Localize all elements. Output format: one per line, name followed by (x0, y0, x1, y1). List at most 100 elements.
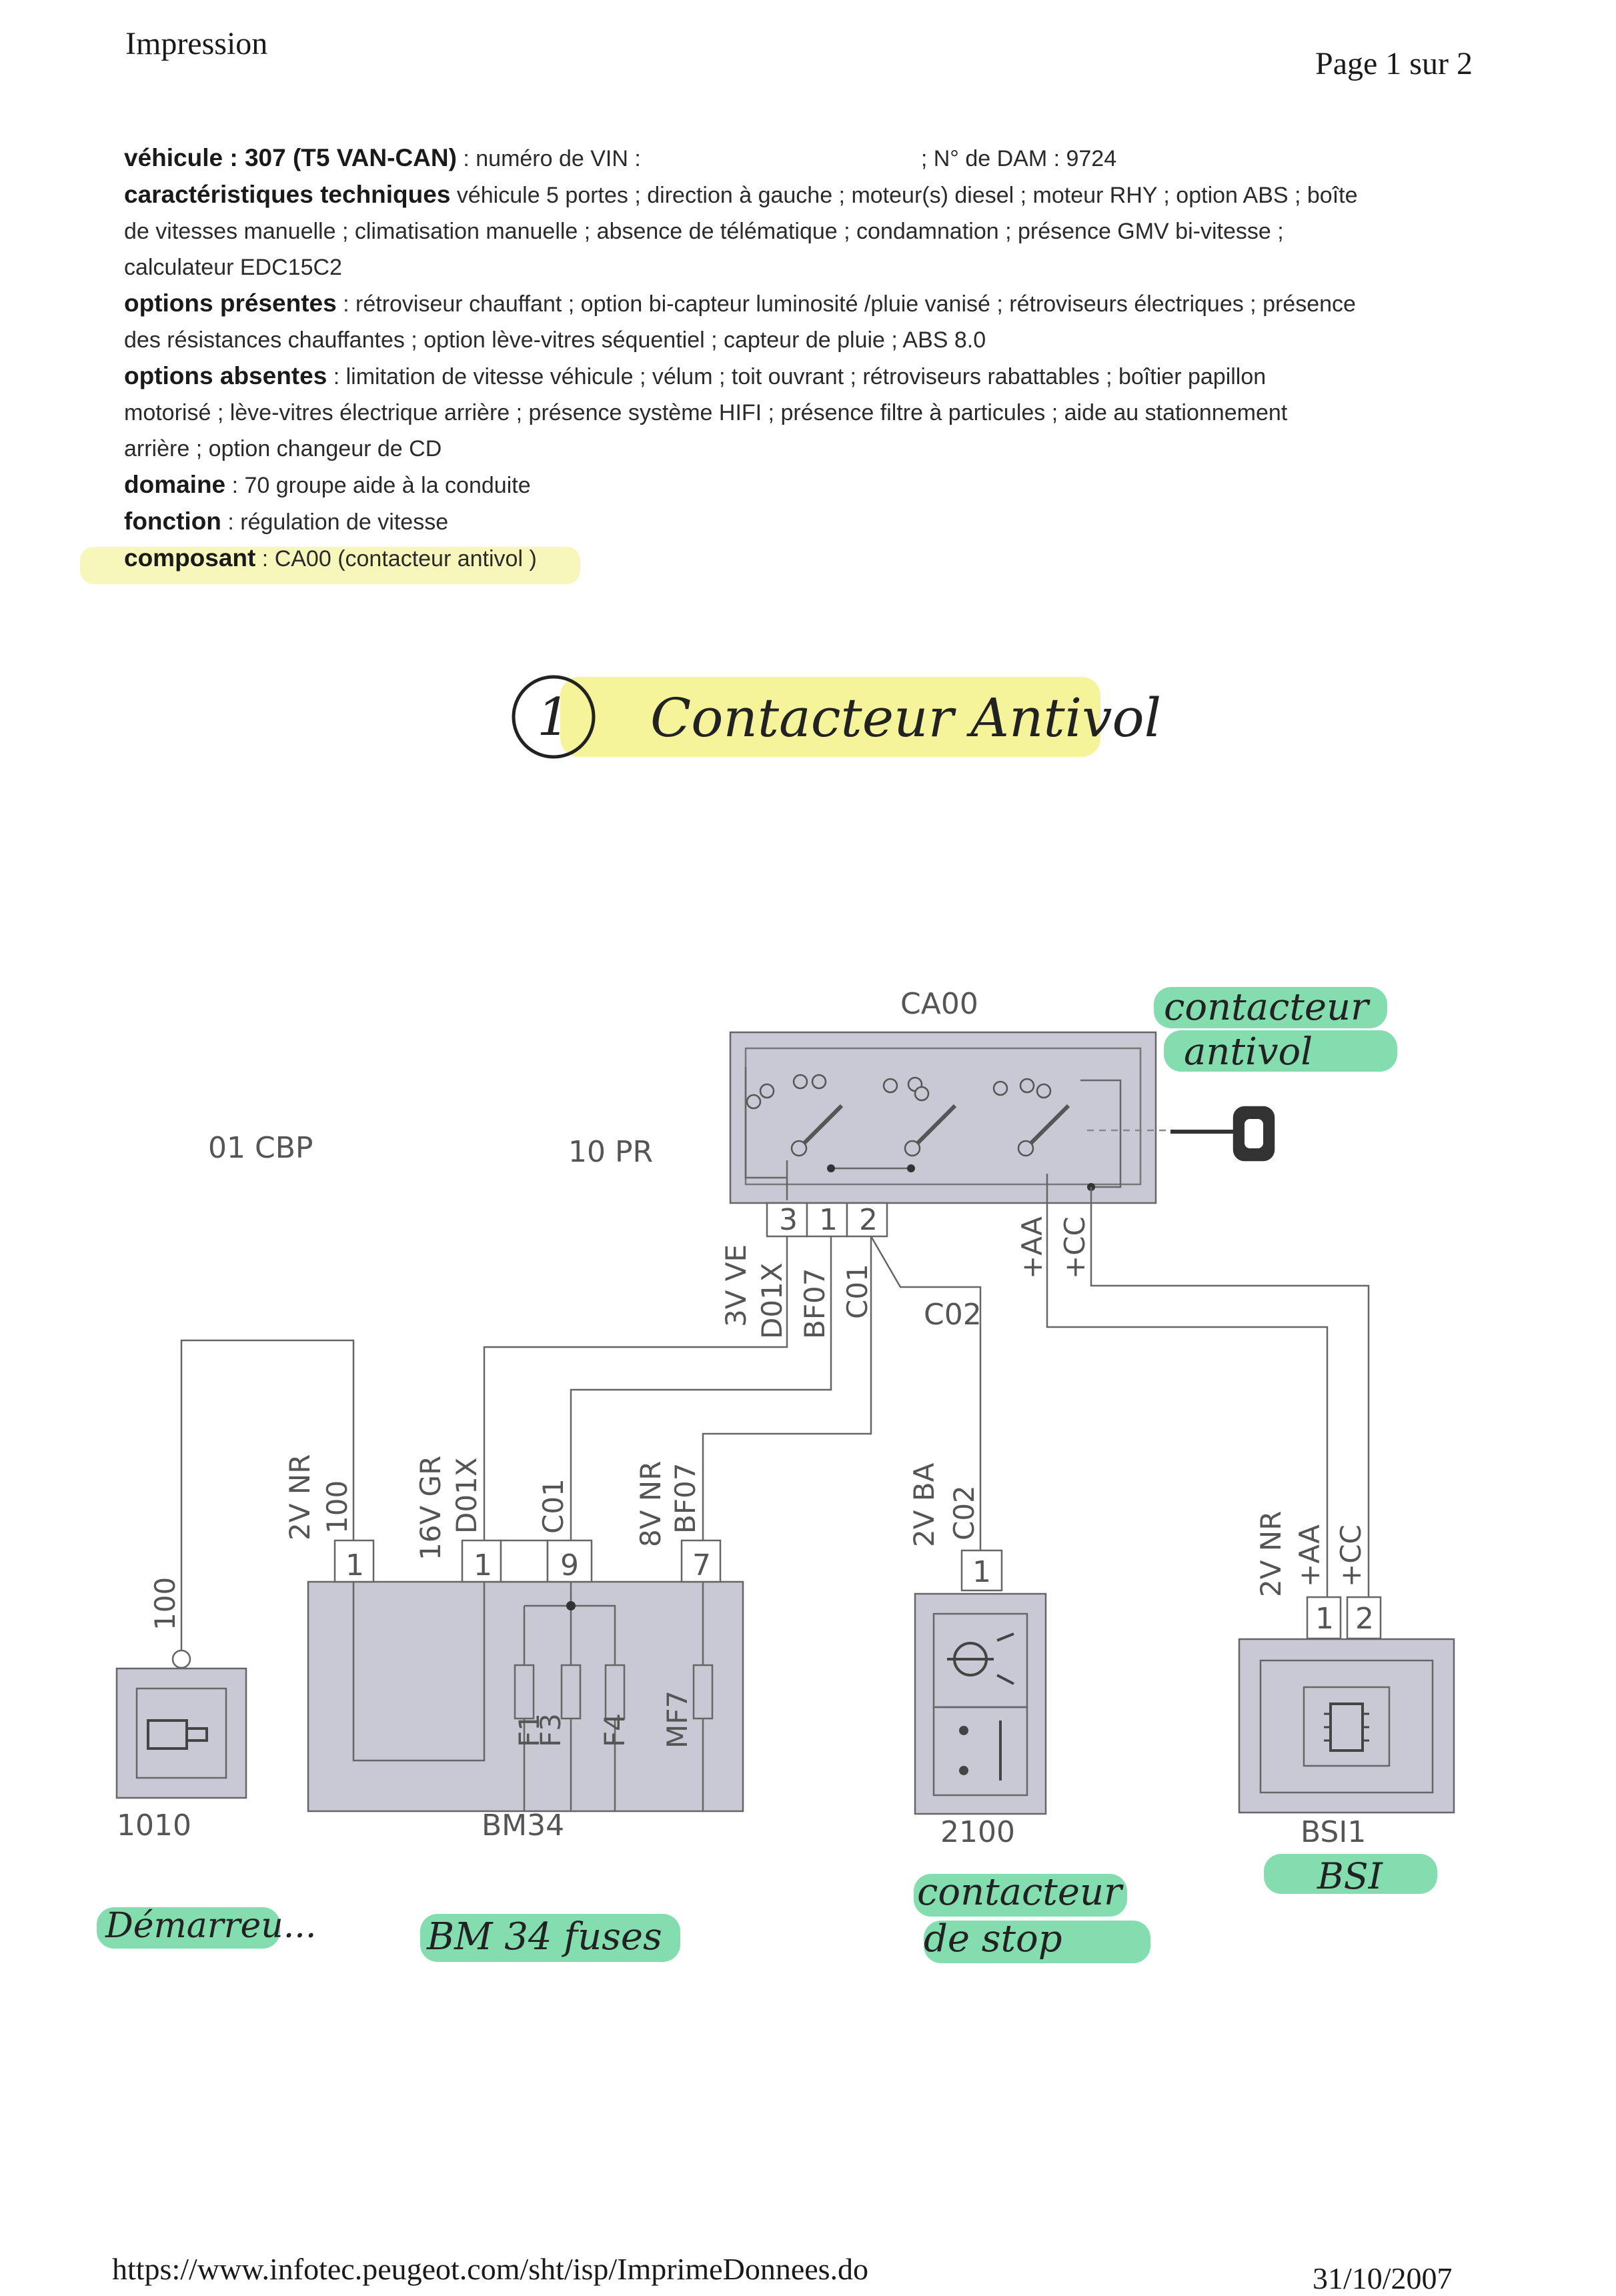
fuse-f3-label: F3 (534, 1713, 567, 1747)
bm34-pin-c (546, 1539, 593, 1583)
label-pr: 10 PR (568, 1135, 653, 1169)
composant-value: : CA00 (contacteur antivol ) (255, 546, 537, 571)
wire-cc (1090, 1187, 1370, 1597)
starter-icon (147, 1719, 208, 1750)
wire-c02 (870, 1236, 982, 1550)
vehicle-info: véhicule : 307 (T5 VAN-CAN) : numéro de … (124, 140, 1485, 577)
fonction-value: : régulation de vitesse (221, 509, 449, 535)
label-bsi11: BSI1 (1301, 1815, 1366, 1849)
domaine-value: : 70 groupe aide à la conduite (225, 473, 531, 498)
options-presentes-line-1: options présentes : rétroviseur chauffan… (124, 285, 1485, 322)
wire-aa (1046, 1174, 1329, 1597)
fuse-mf7-label: MF7 (661, 1690, 694, 1749)
ca00-pin-1-label: 1 (819, 1203, 838, 1237)
bsi-cc-label: +CC (1335, 1524, 1367, 1587)
label-1010: 1010 (117, 1809, 191, 1843)
composant-line: composant : CA00 (contacteur antivol ) (124, 540, 1485, 577)
wire-c02-label: C02 (924, 1298, 982, 1332)
c1010-wire-label: 100 (149, 1577, 181, 1630)
note-demarreur: Démarreu... (105, 1906, 317, 1946)
stop-marker-1 (914, 1874, 1127, 1917)
c2100-housing (914, 1592, 1047, 1815)
brake-lamp-icon (947, 1632, 1014, 1685)
fuse-f1-label: F1 (513, 1713, 546, 1747)
fuse-f4-label: F4 (598, 1713, 631, 1747)
dam-value: ; N° de DAM : 9724 (920, 146, 1117, 171)
fonction-line: fonction : régulation de vitesse (124, 503, 1485, 540)
options-presentes-line-2: des résistances chauffantes ; option lèv… (124, 327, 986, 353)
domaine-label: domaine (124, 471, 226, 498)
bsi-aa-label: +AA (1293, 1524, 1326, 1587)
label-ca00: CA00 (900, 987, 978, 1021)
bm-d01x-label: D01X (450, 1457, 483, 1534)
carac-text-1: véhicule 5 portes ; direction à gauche ;… (450, 183, 1358, 208)
carac-line-3: calculateur EDC15C2 (124, 255, 342, 280)
handwritten-title: Contacteur Antivol (650, 687, 1162, 749)
vehicule-label: véhicule : 307 (T5 VAN-CAN) (124, 144, 457, 171)
note-contacteur-stop: contacteur (917, 1871, 1122, 1914)
bm-16vgr-label: 16V GR (414, 1456, 447, 1560)
wire-cc-label: +CC (1058, 1216, 1091, 1279)
bsi-chip-icon (1324, 1702, 1369, 1752)
bm-bf07-label: BF07 (669, 1463, 702, 1534)
bsi1-pin-2-label: 2 (1355, 1602, 1374, 1636)
fuse-mf7-icon (692, 1664, 714, 1720)
bm-8vnr-label: 8V NR (634, 1461, 667, 1547)
wire-aa-label: +AA (1016, 1216, 1048, 1279)
note-bsi: BSI (1317, 1855, 1383, 1897)
wire-c01 (570, 1236, 832, 1540)
bsi1-pin-1-label: 1 (1315, 1602, 1334, 1636)
label-cbp: 01 CBP (208, 1131, 313, 1165)
domaine-line: domaine : 70 groupe aide à la conduite (124, 467, 1485, 503)
ca00-pin-2 (846, 1202, 888, 1238)
options-absentes-label: options absentes (124, 362, 327, 389)
page-number: Page 1 sur 2 (1315, 46, 1473, 81)
fuse-f1-icon (514, 1664, 535, 1720)
wire-3vve-label: 3V VE (720, 1244, 752, 1327)
bm34-marker (420, 1914, 680, 1962)
label-bm34: BM34 (482, 1809, 564, 1843)
bsi1-pin-1 (1306, 1596, 1342, 1640)
fonction-label: fonction (124, 507, 221, 535)
wire-d01x (483, 1236, 788, 1540)
bsi-2vnr-label: 2V NR (1255, 1511, 1287, 1597)
bm34-pin-d (680, 1539, 722, 1583)
note-contacteur: contacteur (1164, 986, 1369, 1029)
carac-line-1: caractéristiques techniques véhicule 5 p… (124, 177, 1485, 213)
ca00-switch-contacts (797, 1104, 1070, 1150)
label-2100: 2100 (940, 1815, 1015, 1849)
wire-bf07 (702, 1236, 872, 1540)
antivol-marker-2 (1164, 1030, 1397, 1072)
wire-bf07-label: BF07 (798, 1268, 831, 1339)
title-highlight (560, 677, 1100, 757)
composant-highlight (80, 547, 580, 584)
footer-url: https://www.infotec.peugeot.com/sht/isp/… (112, 2252, 869, 2286)
bm34-pin-c-label: 9 (560, 1548, 579, 1582)
bm34-pin-d-label: 7 (692, 1548, 711, 1582)
stop-2vba-label: 2V BA (908, 1462, 940, 1547)
fuse-f3-icon (560, 1664, 582, 1720)
circled-number-icon: 1 (512, 675, 596, 759)
wire-100 (180, 1339, 355, 1655)
bm34-pin-b-label: 1 (474, 1548, 492, 1582)
carac-line-2: de vitesses manuelle ; climatisation man… (124, 219, 1284, 244)
options-absentes-text-1: : limitation de vitesse véhicule ; vélum… (327, 364, 1267, 389)
antivol-marker-1 (1154, 987, 1387, 1028)
bm34-pin-a (333, 1539, 375, 1583)
key-icon (1170, 1106, 1275, 1162)
carac-label: caractéristiques techniques (124, 181, 451, 208)
stop-c02-label: C02 (948, 1485, 980, 1540)
vin-label: : numéro de VIN : (456, 146, 641, 171)
note-bm34: BM 34 fuses (427, 1915, 662, 1959)
wire-c01-label: C01 (841, 1264, 874, 1319)
options-absentes-line-2: motorisé ; lève-vitres électrique arrièr… (124, 400, 1288, 425)
bm34-pin-a-label: 1 (345, 1548, 364, 1582)
bsi-marker (1264, 1854, 1437, 1894)
wire-d01x-label: D01X (756, 1262, 788, 1339)
ca00-pin-3-label: 3 (779, 1203, 798, 1237)
stop-marker-2 (924, 1921, 1150, 1963)
bsi1-pin-2 (1346, 1596, 1382, 1640)
bm-2vnr-label: 2V NR (283, 1454, 316, 1540)
composant-label: composant (124, 544, 256, 571)
ca00-pin-1 (806, 1202, 848, 1238)
